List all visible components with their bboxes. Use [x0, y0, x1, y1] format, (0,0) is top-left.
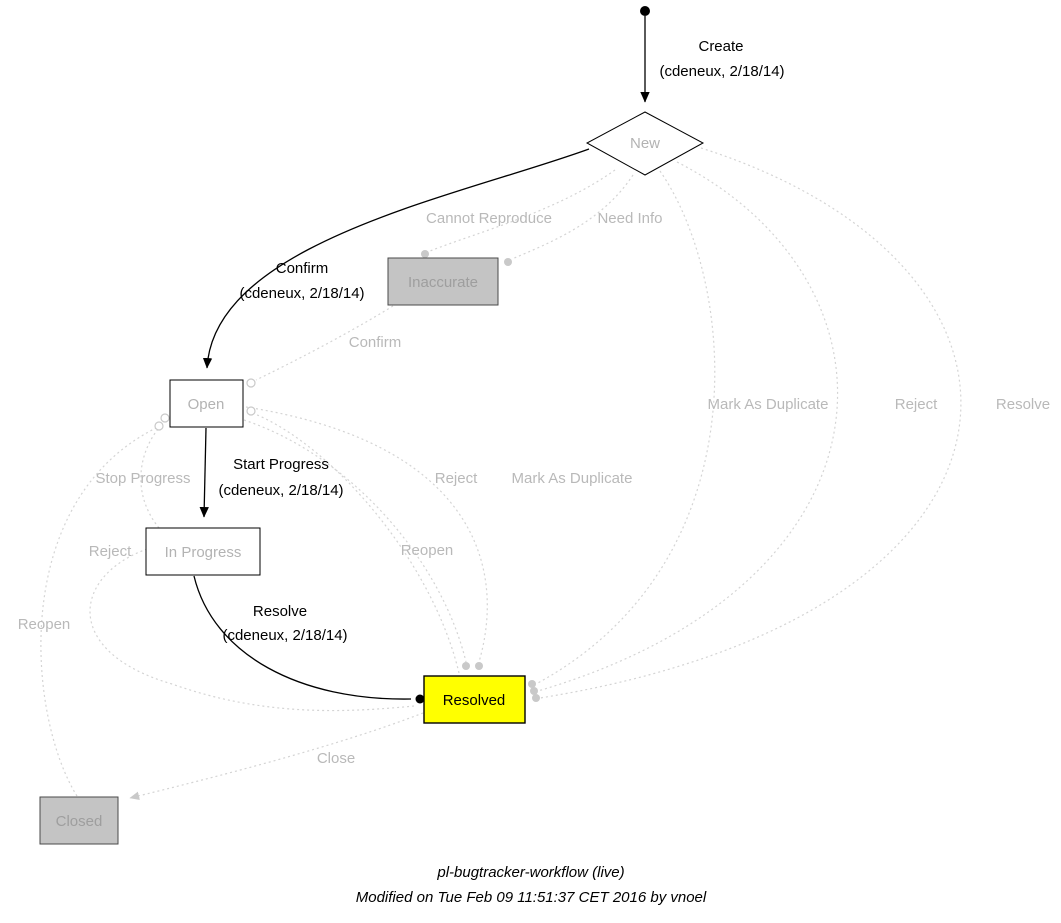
edge-label-confirm-meta: (cdeneux, 2/18/14): [239, 285, 364, 302]
edge-label-mark-as-duplicate-open: Mark As Duplicate: [512, 470, 633, 487]
footer-title: pl-bugtracker-workflow (live): [436, 864, 624, 881]
node-closed[interactable]: Closed: [39, 796, 119, 845]
footer: pl-bugtracker-workflow (live) Modified o…: [356, 864, 707, 906]
edge-reject-inprogress-resolved: [89, 548, 415, 712]
node-label-open: Open: [188, 396, 225, 413]
active-edge-labels: Create (cdeneux, 2/18/14) Confirm (cdene…: [218, 38, 784, 644]
edge-cannot-reproduce: [429, 169, 616, 252]
edge-mark-as-duplicate-open-resolved: [245, 406, 488, 663]
resolved-rect[interactable]: [423, 675, 526, 724]
edge-label-create: Create: [698, 38, 743, 55]
endpoint-dot: [530, 687, 538, 695]
endpoint-circle: [246, 406, 256, 416]
edge-label-resolve: Resolve: [253, 603, 307, 620]
edge-label-cannot-reproduce: Cannot Reproduce: [426, 210, 552, 227]
inaccurate-rect[interactable]: [387, 257, 499, 306]
node-resolved[interactable]: Resolved: [423, 675, 526, 724]
initial-state-dot: [640, 6, 650, 16]
endpoint-dot: [504, 258, 512, 266]
edge-endpoints: [154, 250, 540, 704]
edge-label-close: Close: [317, 750, 355, 767]
endpoint-dot: [462, 662, 470, 670]
node-label-resolved: Resolved: [443, 692, 506, 709]
active-edges-group: [193, 16, 650, 700]
node-open[interactable]: Open: [169, 379, 244, 428]
edge-label-reject-open: Reject: [435, 470, 478, 487]
new-diamond-shape[interactable]: [585, 111, 705, 176]
edge-reject-new-resolved: [537, 161, 839, 692]
edge-label-reject-in-progress: Reject: [89, 543, 132, 560]
edge-confirm-new-open: [202, 148, 590, 369]
endpoint-dot: [532, 694, 540, 702]
endpoint-dot: [528, 680, 536, 688]
node-label-new: New: [630, 135, 660, 152]
edge-start-progress: [199, 427, 209, 518]
edge-confirm-inaccurate-open: [255, 305, 394, 381]
edge-label-reopen-resolved: Reopen: [401, 542, 454, 559]
node-start: [640, 6, 650, 16]
edge-label-resolve-meta: (cdeneux, 2/18/14): [222, 627, 347, 644]
edge-label-confirm: Confirm: [276, 260, 329, 277]
node-inaccurate[interactable]: Inaccurate: [387, 257, 499, 306]
edge-mark-as-duplicate-new-resolved: [535, 170, 716, 685]
footer-modified: Modified on Tue Feb 09 11:51:37 CET 2016…: [356, 889, 707, 906]
endpoint-circle: [246, 378, 256, 388]
edge-reject-open-resolved: [243, 419, 467, 663]
edge-label-create-meta: (cdeneux, 2/18/14): [659, 63, 784, 80]
endpoint-dot: [475, 662, 483, 670]
inactive-edges-group: [40, 147, 962, 801]
node-label-inaccurate: Inaccurate: [408, 274, 478, 291]
edge-label-confirm-inaccurate: Confirm: [349, 334, 402, 351]
edge-resolve-inprogress-resolved: [193, 575, 412, 700]
edge-label-reject-new: Reject: [895, 396, 938, 413]
edge-label-reopen-closed: Reopen: [18, 616, 71, 633]
node-label-closed: Closed: [56, 813, 103, 830]
edge-label-stop-progress: Stop Progress: [95, 470, 190, 487]
edge-label-start-progress-meta: (cdeneux, 2/18/14): [218, 482, 343, 499]
edge-reopen-closed-open: [40, 427, 157, 797]
edge-label-start-progress: Start Progress: [233, 456, 329, 473]
edge-label-mark-as-duplicate-new: Mark As Duplicate: [708, 396, 829, 413]
endpoint-dot-taken: [415, 694, 425, 704]
endpoint-dot: [421, 250, 429, 258]
edge-close-resolved-closed: [129, 712, 424, 801]
in-progress-rect[interactable]: [145, 527, 261, 576]
closed-rect[interactable]: [39, 796, 119, 845]
endpoint-circle: [154, 421, 164, 431]
node-new[interactable]: New: [585, 111, 705, 176]
node-in-progress[interactable]: In Progress: [145, 527, 261, 576]
edge-resolve-new-resolved: [539, 147, 962, 699]
edge-reopen-resolved-open: [254, 413, 460, 674]
open-rect[interactable]: [169, 379, 244, 428]
edge-label-need-info: Need Info: [597, 210, 662, 227]
endpoint-circle: [160, 413, 170, 423]
inactive-edge-labels: Cannot Reproduce Need Info Confirm Mark …: [18, 210, 1050, 767]
edge-label-resolve-new: Resolve: [996, 396, 1050, 413]
edge-stop-progress: [140, 422, 164, 529]
node-label-in-progress: In Progress: [165, 544, 242, 561]
